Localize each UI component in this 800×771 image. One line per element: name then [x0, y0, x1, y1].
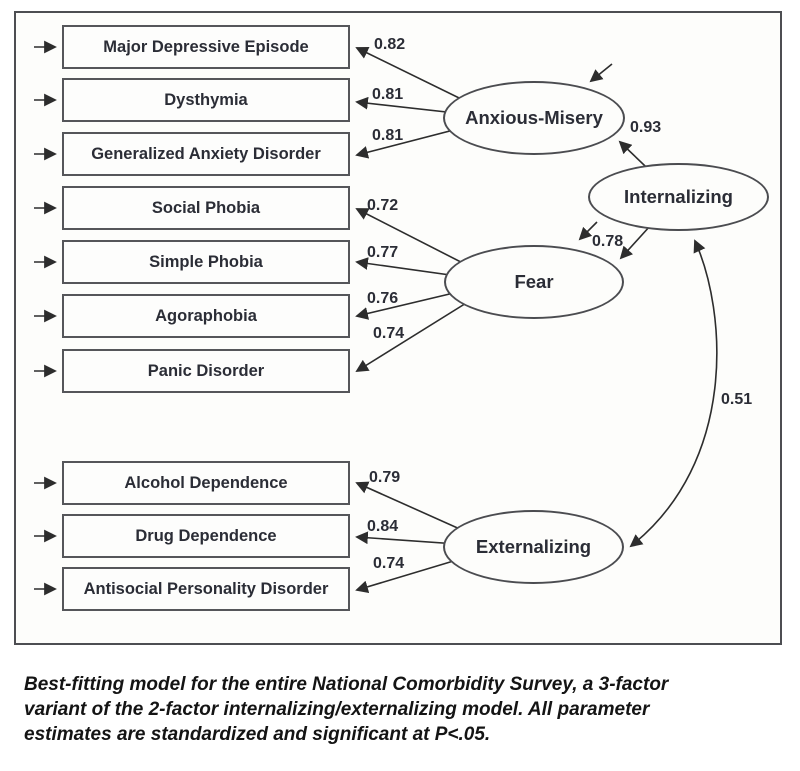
- figure-caption: Best-fitting model for the entire Nation…: [24, 672, 668, 747]
- observed-box-label: Agoraphobia: [155, 306, 257, 325]
- latent-label: Externalizing: [475, 536, 592, 557]
- observed-box-label: Social Phobia: [151, 198, 261, 217]
- loading-value-alcohol: 0.79: [369, 469, 401, 486]
- correlation-value-internalizing-externalizing: 0.51: [721, 391, 753, 408]
- observed-box-panic-disorder: Panic Disorder: [62, 349, 350, 393]
- loading-value-gad: 0.81: [372, 127, 404, 144]
- observed-box-label: Generalized Anxiety Disorder: [91, 144, 321, 163]
- latent-label: Internalizing: [624, 186, 733, 207]
- observed-box-label: Simple Phobia: [149, 252, 263, 271]
- loading-value-mde: 0.82: [374, 36, 406, 53]
- loading-value-drug: 0.84: [367, 518, 399, 535]
- caption-line: estimates are standardized and significa…: [24, 724, 491, 745]
- observed-box-dysthymia: Dysthymia: [62, 78, 350, 122]
- observed-box-label: Panic Disorder: [147, 361, 265, 380]
- latent-ellipse-externalizing: Externalizing: [443, 510, 624, 584]
- observed-box-drug-dependence: Drug Dependence: [62, 514, 350, 558]
- loading-value-panic: 0.74: [373, 325, 405, 342]
- loading-value-agoraphobia: 0.76: [367, 290, 399, 307]
- observed-box-label: Dysthymia: [164, 90, 248, 109]
- path-value-internalizing-anxious-misery: 0.93: [630, 119, 662, 136]
- loading-value-dysthymia: 0.81: [372, 86, 404, 103]
- caption-line: Best-fitting model for the entire Nation…: [24, 674, 669, 695]
- loading-value-simple-phobia: 0.77: [367, 244, 399, 261]
- correlation-curve-internalizing-externalizing: [629, 239, 718, 548]
- latent-ellipse-fear: Fear: [444, 245, 624, 319]
- observed-box-generalized-anxiety-disorder: Generalized Anxiety Disorder: [62, 132, 350, 176]
- loading-value-social-phobia: 0.72: [367, 197, 399, 214]
- path-value-internalizing-fear: 0.78: [592, 233, 624, 250]
- loading-value-apd: 0.74: [373, 555, 405, 572]
- observed-box-label: Major Depressive Episode: [103, 37, 309, 56]
- observed-box-alcohol-dependence: Alcohol Dependence: [62, 461, 350, 505]
- caption-line: variant of the 2-factor internalizing/ex…: [24, 699, 650, 720]
- observed-box-major-depressive-episode: Major Depressive Episode: [62, 25, 350, 69]
- observed-box-agoraphobia: Agoraphobia: [62, 294, 350, 338]
- latent-ellipse-internalizing: Internalizing: [588, 163, 769, 231]
- latent-label: Fear: [514, 271, 554, 292]
- observed-box-antisocial-personality-disorder: Antisocial Personality Disorder: [62, 567, 350, 611]
- residual-arrow-fear: [578, 221, 598, 241]
- latent-ellipse-anxious-misery: Anxious-Misery: [443, 81, 625, 155]
- residual-arrow-anxious-misery: [589, 63, 613, 83]
- observed-box-label: Alcohol Dependence: [124, 473, 288, 492]
- observed-box-simple-phobia: Simple Phobia: [62, 240, 350, 284]
- observed-box-label: Antisocial Personality Disorder: [83, 579, 329, 598]
- latent-label: Anxious-Misery: [465, 107, 603, 128]
- observed-box-social-phobia: Social Phobia: [62, 186, 350, 230]
- observed-box-label: Drug Dependence: [135, 526, 277, 545]
